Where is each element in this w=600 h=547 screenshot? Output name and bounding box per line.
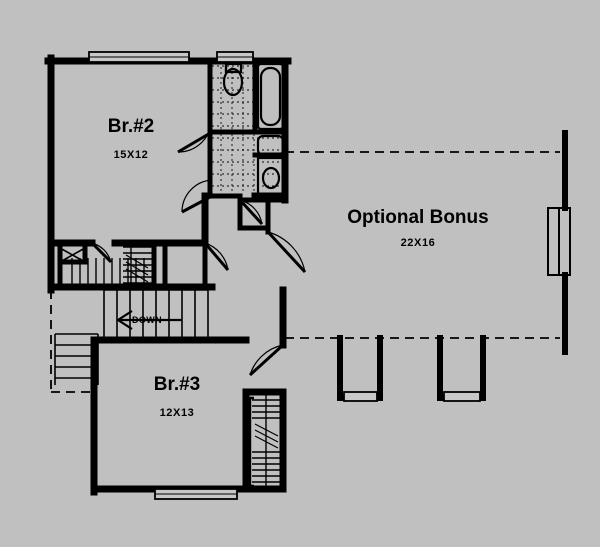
closet-hatching [59,245,280,488]
sink-basin [261,166,281,190]
room-label-bedroom-2: Br.#2 [107,116,155,137]
room-label-bedroom-3: Br.#3 [153,374,201,395]
stair-arrow [115,310,182,330]
thin-lines [54,289,240,385]
bathtub-basin [259,66,282,127]
bonus-right-window [547,207,571,276]
window-dormer-2 [443,391,481,402]
room-dimension-bedroom-3: 12X13 [159,407,195,419]
room-label-optional-bonus: Optional Bonus [347,207,489,228]
window-dormer-1 [343,391,378,402]
windows [88,51,481,500]
knee-hatch-upper [562,133,568,208]
main-walls [44,54,292,496]
bonus-knee-wall-hatch [562,133,568,352]
interior-walls [48,58,288,290]
knee-hatch-lower [562,275,568,352]
door-panel-hallcloset [90,241,113,264]
bathroom-fixtures [222,62,286,200]
door-panel-bath-upper [177,130,213,154]
plan-geometry [44,51,571,500]
door-panel-bath-lower [181,194,213,214]
door-arc-bonus [267,231,306,273]
attic-access-x [59,247,86,263]
toilet-icon [222,62,244,97]
stair-arrow-head [115,310,133,330]
tile-hatch [212,62,283,194]
door-swings [90,119,307,377]
dashed-outlines [50,151,560,393]
door-arc-hallcloset [91,242,112,263]
door-arc-br2 [204,242,229,271]
room-dimension-optional-bonus: 22X16 [400,237,436,249]
door-arc-bath-lower [181,179,213,213]
cabinet-small [256,134,285,157]
door-panel-bonus [266,230,307,274]
bathtub-outline [256,62,285,131]
door-arc-bath-upper [177,119,213,153]
door-arc-br3 [249,344,284,376]
stair-direction-label: DOWN [131,315,163,325]
vanity-counter [256,156,286,200]
door-panel-br2 [203,242,230,271]
bonus-room-walls [337,130,568,401]
room-dimension-bedroom-2: 15X12 [113,149,149,161]
door-panel-br3 [248,343,285,377]
door-arc-linen [239,199,263,225]
door-panel-linen [238,198,264,226]
